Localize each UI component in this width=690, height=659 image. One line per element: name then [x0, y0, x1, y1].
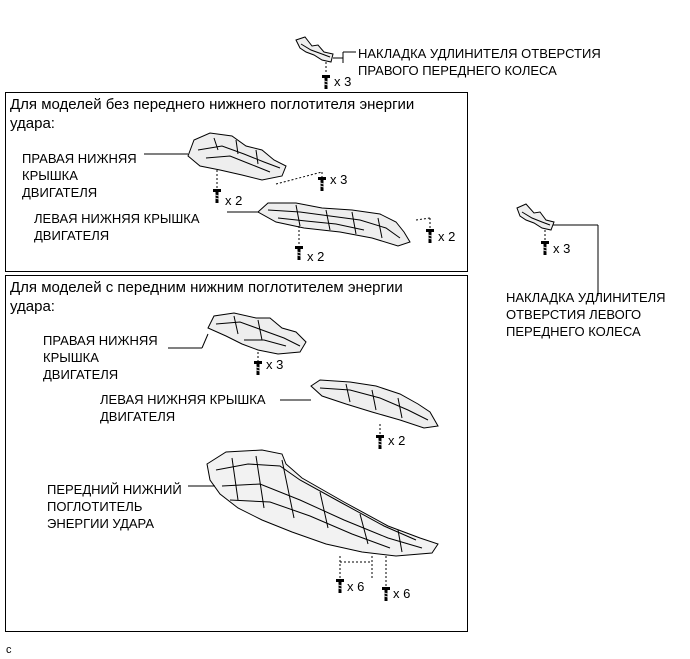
count-b2-right: x 3 — [266, 357, 284, 372]
count-b2-absorber-b: x 6 — [393, 586, 411, 601]
count-right-extension: x 3 — [334, 74, 352, 89]
box1-heading: Для моделей без переднего нижнего поглот… — [10, 96, 415, 132]
count-b2-left: x 2 — [388, 433, 406, 448]
box1-left-lower-cover-label: ЛЕВАЯ НИЖНЯЯ КРЫШКА ДВИГАТЕЛЯ — [34, 211, 200, 243]
count-b2-absorber-a: x 6 — [347, 579, 365, 594]
left-extension-cover-label: НАКЛАДКА УДЛИНИТЕЛЯ ОТВЕРСТИЯ ЛЕВОГО ПЕР… — [506, 290, 666, 339]
box2-right-lower-cover-part — [207, 312, 307, 355]
section-box-without-absorber — [5, 92, 468, 272]
box2-left-lower-cover-part — [310, 379, 439, 429]
box2-front-absorber-part — [206, 449, 439, 557]
right-extension-cover-label: НАКЛАДКА УДЛИНИТЕЛЯ ОТВЕРСТИЯ ПРАВОГО ПЕ… — [358, 46, 601, 78]
count-b1-left-a: x 2 — [307, 249, 325, 264]
count-b1-left-b: x 2 — [438, 229, 456, 244]
box1-right-lower-cover-label: ПРАВАЯ НИЖНЯЯ КРЫШКА ДВИГАТЕЛЯ — [22, 151, 137, 200]
count-b1-right-a: x 2 — [225, 193, 243, 208]
box2-left-lower-cover-label: ЛЕВАЯ НИЖНЯЯ КРЫШКА ДВИГАТЕЛЯ — [100, 392, 266, 424]
box2-heading: Для моделей с передним нижним поглотител… — [10, 279, 403, 315]
right-extension-cover-part — [295, 36, 334, 63]
footer-code: C — [6, 644, 12, 656]
count-b1-right-b: x 3 — [330, 172, 348, 187]
section-box-with-absorber — [5, 275, 468, 632]
box2-right-lower-cover-label: ПРАВАЯ НИЖНЯЯ КРЫШКА ДВИГАТЕЛЯ — [43, 333, 158, 382]
left-extension-cover-part — [516, 203, 555, 231]
box2-front-absorber-label: ПЕРЕДНИЙ НИЖНИЙ ПОГЛОТИТЕЛЬ ЭНЕРГИИ УДАР… — [47, 482, 182, 531]
count-left-extension: x 3 — [553, 241, 571, 256]
box1-left-lower-cover-part — [257, 202, 411, 247]
box1-right-lower-cover-part — [187, 132, 287, 181]
